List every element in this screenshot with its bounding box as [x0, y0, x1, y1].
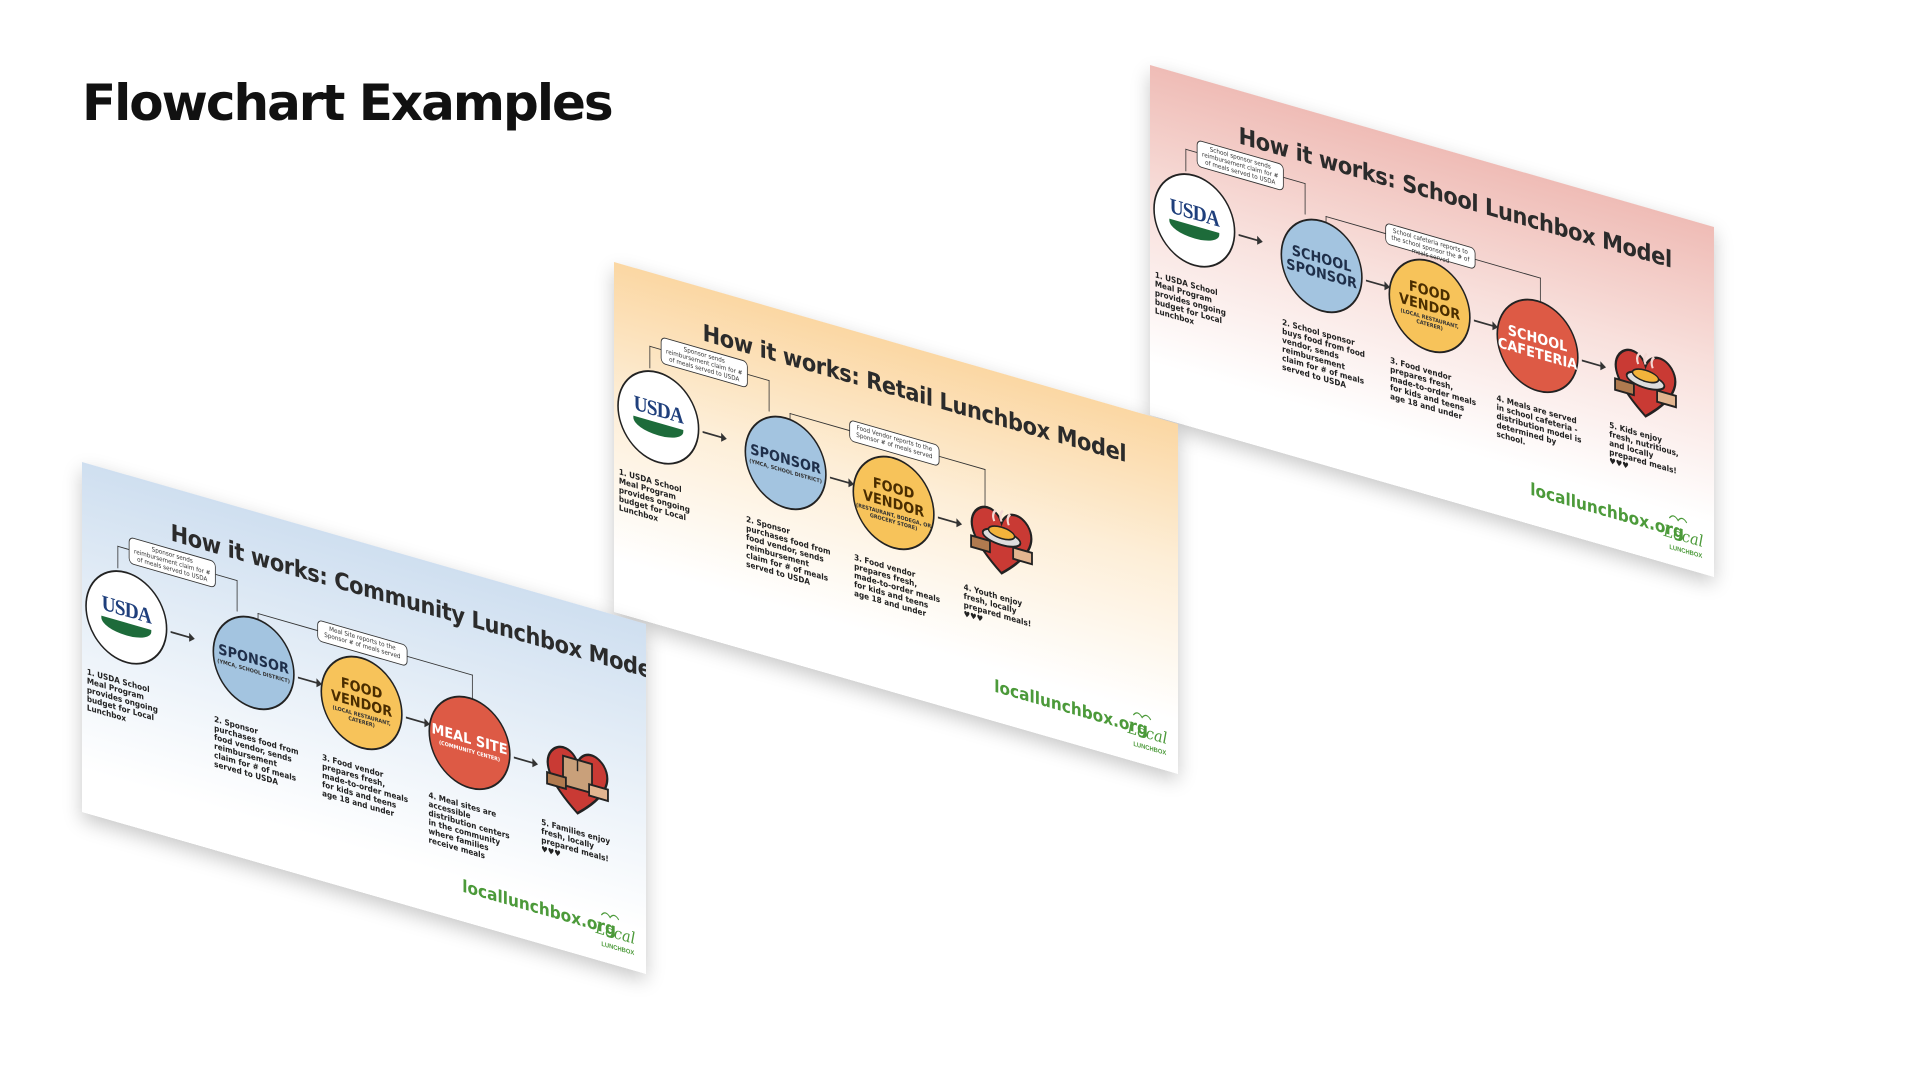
retail-model-card: How it works: Retail Lunchbox Model Spon…	[614, 262, 1178, 774]
meal-site-node: MEAL SITE (COMMUNITY CENTER)	[428, 685, 511, 801]
step-description: 1. USDA School Meal Program provides ong…	[86, 667, 158, 725]
flow-arrow	[170, 631, 190, 639]
cafeteria-node: SCHOOL CAFETERIA	[1496, 288, 1579, 404]
local-lunchbox-logo: Local LUNCHBOX	[595, 912, 635, 957]
step-description: 2. Sponsor purchases food from food vend…	[746, 515, 831, 588]
food-vendor-node: FOOD VENDOR (LOCAL RESTAURANT, CATERER)	[1388, 248, 1471, 364]
local-lunchbox-logo: Local LUNCHBOX	[1127, 712, 1167, 757]
claim-line	[747, 373, 770, 412]
food-vendor-node: FOOD VENDOR (LOCAL RESTAURANT, CATERER)	[320, 645, 403, 761]
step-description: 1. USDA School Meal Program provides ong…	[1154, 270, 1226, 328]
step-description: 2. School sponsor buys food from food ve…	[1282, 318, 1365, 391]
usda-logo: USDA	[1153, 162, 1236, 278]
flow-arrow	[1365, 279, 1386, 287]
flow-arrow	[1581, 359, 1602, 367]
flow-arrow	[297, 676, 318, 684]
step-description: 4. Meal sites are accessible distributio…	[428, 791, 510, 862]
stage-label: SCHOOL SPONSOR	[1286, 241, 1357, 293]
step-description: 4. Youth enjoy fresh, locally prepared m…	[963, 583, 1032, 630]
page-title: Flowchart Examples	[82, 74, 614, 132]
flow-arrow	[513, 756, 534, 764]
flow-arrow	[405, 716, 426, 724]
meal-tray-heart-icon	[1614, 348, 1677, 418]
claim-line	[117, 545, 130, 572]
step-description: 3. Food vendor prepares fresh, made-to-o…	[322, 753, 409, 820]
claim-line	[1185, 148, 1198, 175]
step-description: 4. Meals are served in school cafeteria …	[1496, 394, 1582, 448]
flow-arrow	[1473, 319, 1494, 327]
meal-tray-heart-icon	[970, 505, 1033, 575]
flow-arrow	[937, 516, 958, 524]
step-description: 3. Food vendor prepares fresh, made-to-o…	[1390, 356, 1477, 423]
step-description: 3. Food vendor prepares fresh, made-to-o…	[854, 553, 941, 620]
claim-line	[1283, 176, 1306, 215]
usda-logo: USDA	[617, 359, 700, 475]
local-lunchbox-logo: Local LUNCHBOX	[1663, 515, 1703, 560]
flow-arrow	[702, 431, 722, 439]
step-description: 2. Sponsor purchases food from food vend…	[214, 715, 299, 788]
step-description: 1. USDA School Meal Program provides ong…	[618, 467, 690, 525]
stage-label: SCHOOL CAFETERIA	[1497, 321, 1578, 374]
meal-box-heart-icon	[546, 745, 609, 815]
flow-arrow	[1238, 234, 1258, 242]
food-vendor-node: FOOD VENDOR (RESTAURANT, BODEGA, OR GROC…	[852, 445, 935, 561]
community-model-card: How it works: Community Lunchbox Model S…	[82, 462, 646, 974]
flow-arrow	[829, 476, 850, 484]
school-model-card: How it works: School Lunchbox Model Scho…	[1150, 65, 1714, 577]
usda-logo: USDA	[85, 559, 168, 675]
claim-line	[215, 573, 238, 612]
claim-line	[649, 345, 662, 372]
